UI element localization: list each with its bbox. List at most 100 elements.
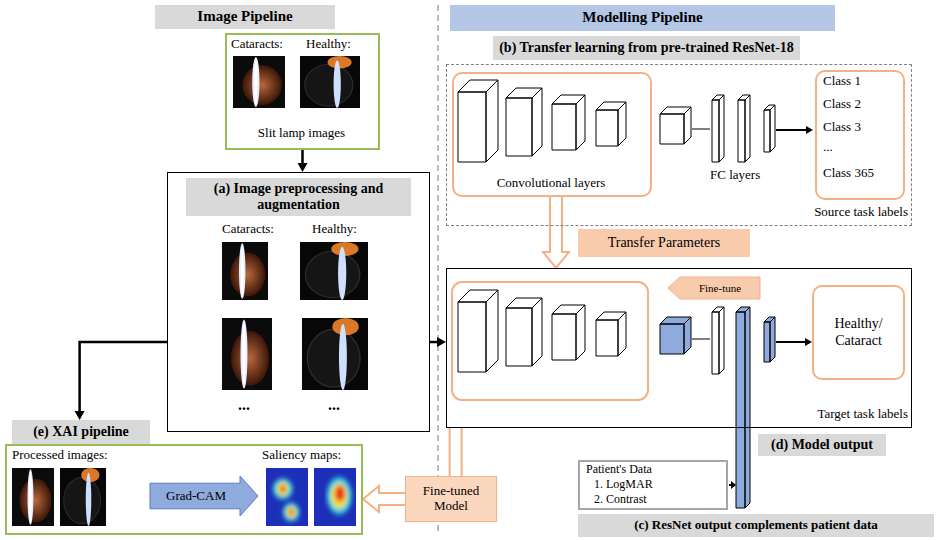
- node-text: Healthy:: [306, 37, 351, 52]
- cataract-photo: [222, 242, 268, 300]
- arrow-head: [806, 126, 813, 134]
- node-text: Slit lamp images: [227, 126, 376, 141]
- arrow-head: [805, 338, 812, 346]
- node-text: Class 1: [823, 74, 861, 89]
- node-text: Processed images:: [12, 448, 108, 463]
- layer-block: [506, 298, 542, 366]
- node-text: ...: [328, 396, 340, 414]
- fc-layer-extended: [736, 307, 750, 508]
- section-label: (b) Transfer learning from pre-trained R…: [493, 36, 800, 60]
- layer-link: [692, 129, 710, 130]
- section-header: Image Pipeline: [155, 5, 335, 29]
- layer-block: [458, 80, 498, 162]
- node-text: Class 365: [823, 166, 874, 181]
- arrow-shaft-inner: [551, 197, 561, 255]
- node-text: Source task labels: [806, 205, 908, 220]
- node-text: Healthy/ Cataract: [828, 316, 890, 348]
- patient-data-box: Patient's Data1. LogMAR2. Contrast: [578, 460, 728, 510]
- tuned-layer-block: [660, 317, 691, 354]
- node-text: ...: [238, 396, 250, 414]
- output-arrow: [776, 341, 806, 343]
- cataract-photo: [222, 318, 272, 390]
- node-text: Grad-CAM: [166, 489, 242, 504]
- node-text: 2. Contrast: [594, 493, 647, 507]
- node-text: Image Pipeline: [197, 8, 292, 25]
- arrow-shaft: [430, 341, 438, 344]
- layer-block: [660, 107, 691, 144]
- flow-arrow: [298, 150, 308, 172]
- healthy-photo: [300, 242, 368, 300]
- arrow-shaft: [301, 150, 304, 164]
- node-text: ...: [823, 140, 833, 155]
- saliency-map: [314, 468, 356, 526]
- section-label: (e) XAI pipeline: [12, 420, 150, 444]
- processed-photo: [12, 468, 54, 526]
- fine-tune-arrow: Fine-tune: [668, 277, 760, 299]
- flow-arrow: [75, 342, 167, 420]
- target-model-box: Fine-tuneHealthy/ CataractTarget task la…: [446, 268, 912, 428]
- transfer-label: Transfer Parameters: [578, 229, 750, 257]
- layer-block: [552, 305, 585, 360]
- node-text: (b) Transfer learning from pre-trained R…: [499, 40, 794, 56]
- node-text: (c) ResNet output complements patient da…: [634, 518, 878, 533]
- arrow-shaft-inner: [376, 494, 405, 504]
- node-text: Target task labels: [806, 407, 908, 422]
- node-text: Class 3: [823, 120, 861, 135]
- node-text: (d) Model output: [771, 437, 873, 453]
- arrow-shaft-inner: [451, 428, 461, 476]
- arrow-outline: [668, 277, 760, 299]
- node-text: Modelling Pipeline: [582, 9, 702, 26]
- cataract-photo: [233, 56, 285, 108]
- saliency-map: [266, 468, 308, 526]
- output-arrow: [776, 129, 807, 131]
- layer-block: [552, 95, 585, 150]
- layer-label: FC layers: [710, 168, 760, 183]
- node-text: Fine-tune: [687, 282, 741, 295]
- method-arrow: Grad-CAM: [150, 476, 258, 516]
- layer-block: [506, 88, 542, 156]
- model-box: Fine-tuned Model: [405, 476, 497, 522]
- fc-layer: [764, 105, 775, 152]
- fc-layer: [712, 307, 724, 374]
- source-conv-layers: [458, 80, 775, 162]
- node-text: Cataracts:: [231, 37, 283, 52]
- arrow-head: [437, 337, 446, 347]
- arrow-shaft: [80, 342, 167, 412]
- output-class-box: Healthy/ Cataract: [812, 285, 905, 380]
- node-text: Healthy:: [312, 222, 357, 237]
- section-label: (c) ResNet output complements patient da…: [578, 514, 934, 537]
- section-label: (d) Model output: [758, 434, 886, 456]
- arrow-outline: [150, 476, 258, 516]
- arrow-head: [298, 163, 308, 172]
- arrow-head: [75, 411, 85, 420]
- hollow-arrow: [363, 486, 405, 512]
- hollow-arrow: [455, 428, 456, 476]
- layer-block: [596, 312, 626, 356]
- process-box: (a) Image preprocessing and augmentation…: [167, 172, 430, 432]
- node-text: 1. LogMAR: [594, 478, 653, 492]
- healthy-photo: [302, 318, 368, 390]
- class-list: Class 1 Class 2 Class 3... Class 365: [815, 70, 905, 200]
- node-text: Cataracts:: [222, 222, 274, 237]
- node-text: (a) Image preprocessing and augmentation: [186, 178, 411, 216]
- node-text: (e) XAI pipeline: [33, 424, 129, 440]
- layer-link: [692, 339, 710, 340]
- node-text: Convolutional layers: [454, 176, 648, 191]
- section-header: Modelling Pipeline: [450, 5, 835, 31]
- fc-layer: [712, 95, 724, 162]
- hollow-arrow: [543, 197, 569, 268]
- fc-layer: [738, 95, 750, 162]
- conv-group-outline: [452, 282, 648, 400]
- node-text: Saliency maps:: [262, 448, 341, 463]
- arrow-shaft: [449, 428, 463, 476]
- processed-photo: [60, 468, 106, 526]
- healthy-photo: [300, 56, 360, 108]
- node-text: Class 2: [823, 97, 861, 112]
- layer-block: [596, 102, 626, 146]
- flow-arrow: [430, 337, 446, 347]
- node-text: Transfer Parameters: [608, 235, 721, 251]
- image-panel: Cataracts: Healthy: Slit lamp images: [225, 33, 380, 150]
